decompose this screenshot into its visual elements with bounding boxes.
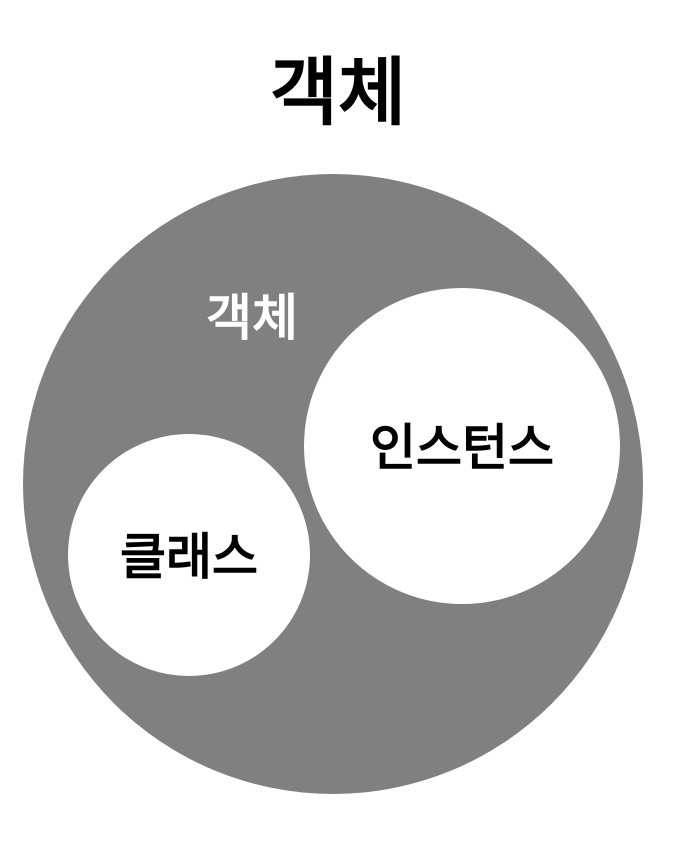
inner-set-instance-label: 인스턴스	[370, 419, 554, 477]
diagram-title: 객체	[270, 50, 406, 136]
inner-set-class	[68, 434, 310, 676]
inner-set-class-label: 클래스	[120, 528, 258, 586]
outer-set-label: 객체	[206, 289, 298, 347]
inner-set-instance	[304, 288, 620, 604]
